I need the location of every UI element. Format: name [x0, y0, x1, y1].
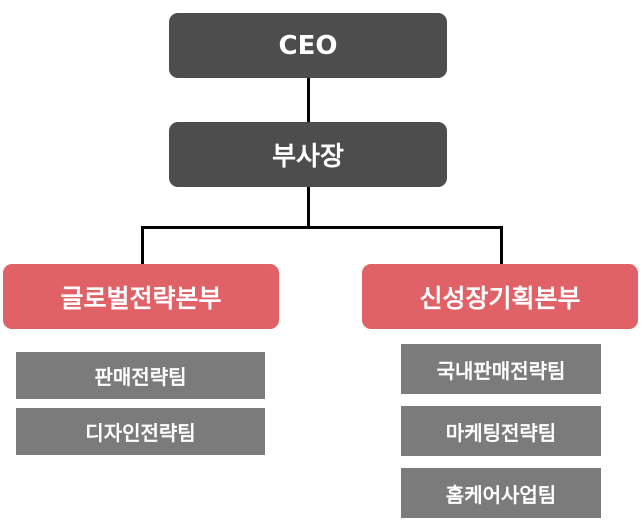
vice-president-box[interactable]: 부사장 — [169, 122, 447, 187]
connector-ceo-vp — [307, 78, 310, 122]
connector-right-drop — [500, 226, 503, 264]
connector-horizontal — [141, 226, 503, 229]
division-global-strategy[interactable]: 글로벌전략본부 — [3, 264, 279, 329]
ceo-box[interactable]: CEO — [169, 13, 447, 78]
team-sales-strategy[interactable]: 판매전략팀 — [16, 352, 265, 399]
team-design-strategy[interactable]: 디자인전략팀 — [16, 408, 265, 455]
division-new-growth-planning[interactable]: 신성장기획본부 — [362, 264, 638, 329]
team-home-care-business[interactable]: 홈케어사업팀 — [401, 468, 601, 518]
connector-vp-trunk — [307, 186, 310, 227]
team-domestic-sales-strategy[interactable]: 국내판매전략팀 — [401, 344, 601, 394]
connector-left-drop — [141, 226, 144, 264]
team-marketing-strategy[interactable]: 마케팅전략팀 — [401, 406, 601, 456]
